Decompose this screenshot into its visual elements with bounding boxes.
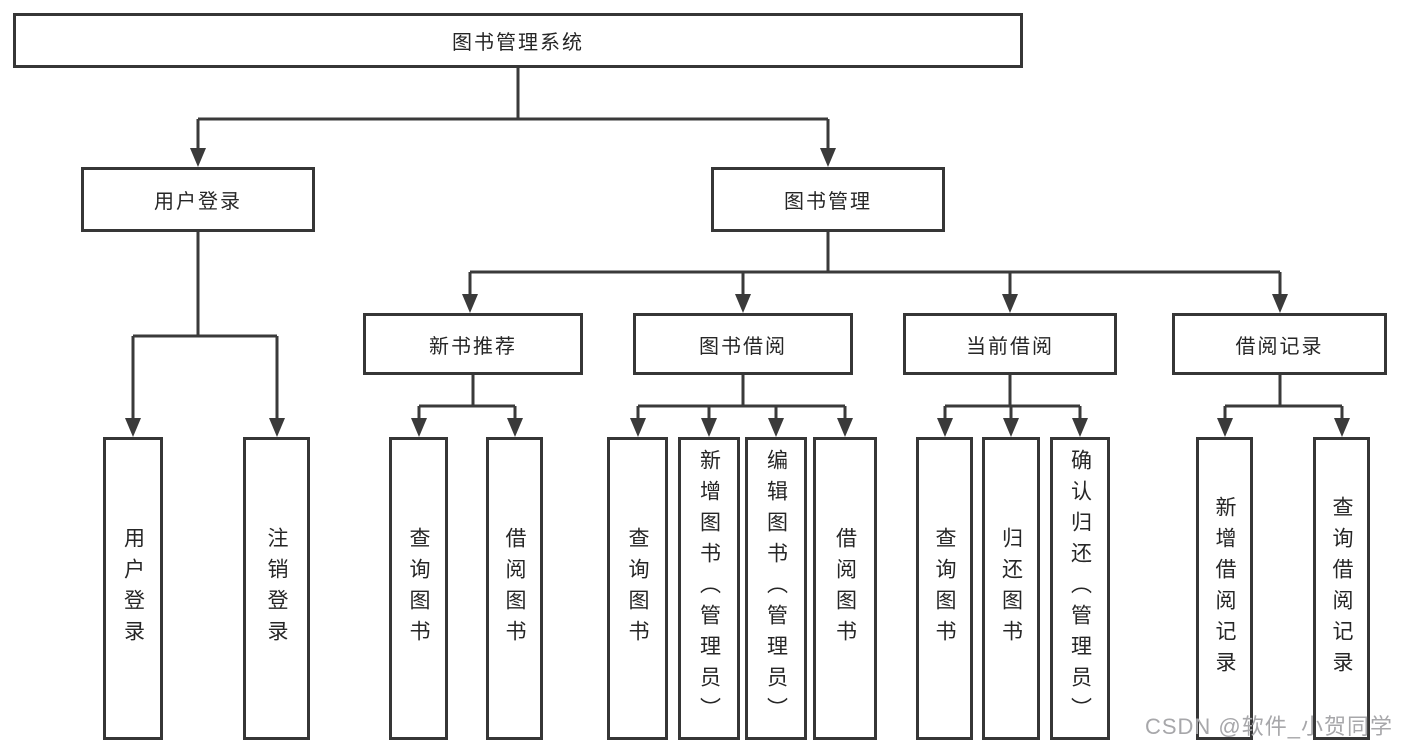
leaf-confirm-return-admin: 确认归还（管理员） — [1050, 437, 1110, 740]
leaf-edit-book-admin-label: 编辑图书（管理员） — [764, 449, 788, 728]
watermark: CSDN @软件_小贺同学 — [1144, 714, 1393, 739]
leaf-query-books-1-label: 查询图书 — [407, 526, 430, 651]
node-user-login: 用户登录 — [81, 167, 315, 232]
leaf-borrow-books-2-label: 借阅图书 — [833, 526, 857, 651]
root-node-library-system: 图书管理系统 — [13, 13, 1023, 68]
leaf-query-borrow-record: 查询借阅记录 — [1313, 437, 1370, 740]
leaf-query-books-2-label: 查询图书 — [626, 526, 649, 651]
leaf-borrow-books-1: 借阅图书 — [486, 437, 543, 740]
leaf-query-borrow-record-label: 查询借阅记录 — [1330, 495, 1353, 682]
leaf-add-borrow-record-label: 新增借阅记录 — [1213, 495, 1236, 682]
node-book-borrow-label: 图书借阅 — [699, 335, 787, 358]
leaf-logout-label: 注销登录 — [265, 526, 288, 651]
leaf-return-book-label: 归还图书 — [999, 526, 1023, 651]
leaf-query-books-3-label: 查询图书 — [933, 526, 956, 651]
leaf-logout: 注销登录 — [243, 437, 310, 740]
leaf-borrow-books-1-label: 借阅图书 — [503, 526, 526, 651]
leaf-add-book-admin-label: 新增图书（管理员） — [697, 449, 721, 728]
leaf-query-books-2: 查询图书 — [607, 437, 668, 740]
leaf-add-book-admin: 新增图书（管理员） — [678, 437, 740, 740]
node-current-borrow: 当前借阅 — [903, 313, 1117, 375]
leaf-confirm-return-admin-label: 确认归还（管理员） — [1068, 449, 1092, 728]
leaf-edit-book-admin: 编辑图书（管理员） — [745, 437, 807, 740]
node-new-book-recommend-label: 新书推荐 — [429, 335, 517, 358]
node-book-management-label: 图书管理 — [784, 191, 872, 213]
leaf-query-books-1: 查询图书 — [389, 437, 448, 740]
leaf-add-borrow-record: 新增借阅记录 — [1196, 437, 1253, 740]
leaf-user-login-label: 用户登录 — [121, 526, 145, 651]
leaf-user-login: 用户登录 — [103, 437, 163, 740]
node-new-book-recommend: 新书推荐 — [363, 313, 583, 375]
node-borrow-records: 借阅记录 — [1172, 313, 1387, 375]
node-current-borrow-label: 当前借阅 — [966, 335, 1054, 358]
leaf-borrow-books-2: 借阅图书 — [813, 437, 877, 740]
leaf-query-books-3: 查询图书 — [916, 437, 973, 740]
node-borrow-records-label: 借阅记录 — [1235, 335, 1324, 358]
leaf-return-book: 归还图书 — [982, 437, 1040, 740]
node-user-login-label: 用户登录 — [154, 191, 242, 213]
node-book-borrow: 图书借阅 — [633, 313, 853, 375]
node-book-management: 图书管理 — [711, 167, 945, 232]
root-node-label: 图书管理系统 — [452, 32, 584, 54]
